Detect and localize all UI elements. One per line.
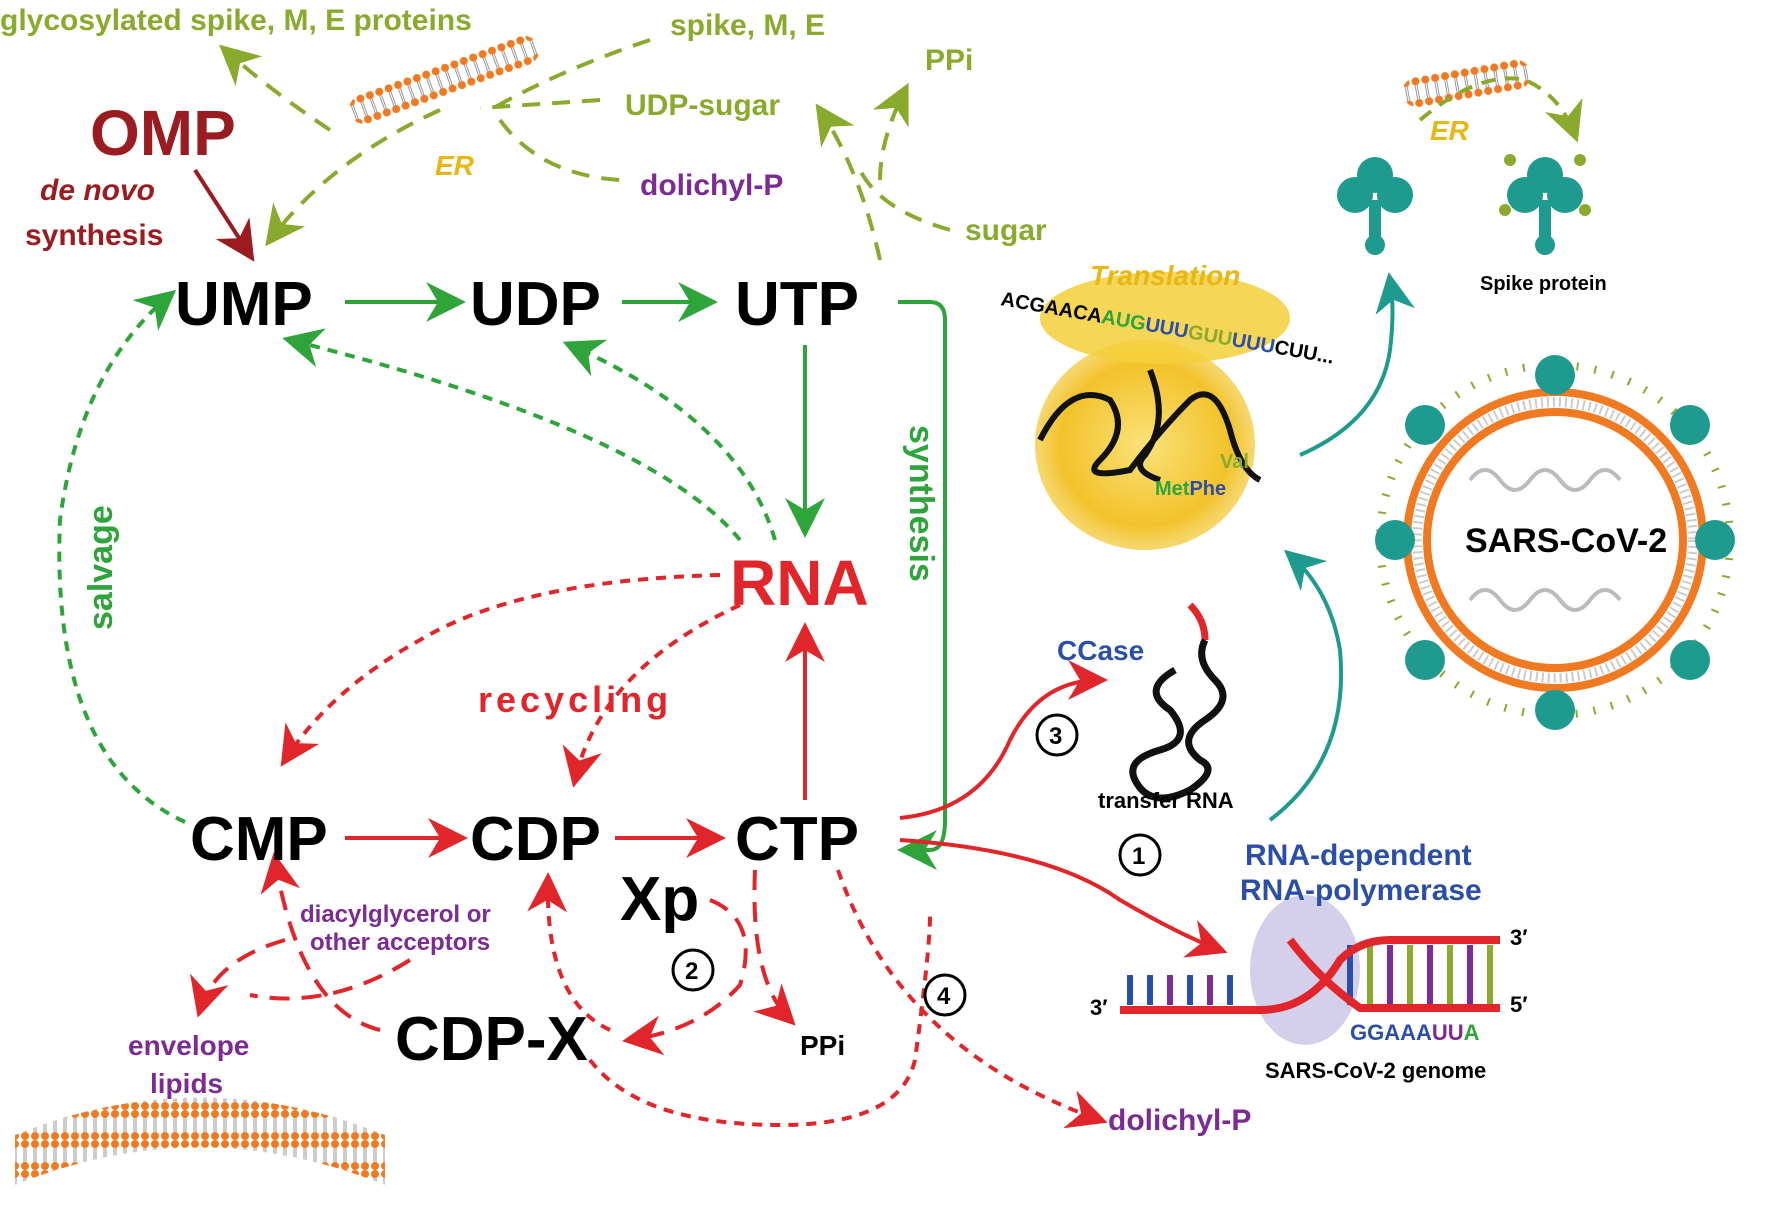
step-1-circle	[1118, 833, 1162, 877]
arrow-cdpx-dolichyl	[588, 914, 932, 1128]
label-step-3: 3	[1049, 723, 1062, 750]
arrow-xp-cdpx	[622, 898, 748, 1056]
label-acceptors-2: other acceptors	[310, 929, 490, 956]
label-envelope-1: envelope	[128, 1030, 249, 1061]
arrow-rna-cmp	[280, 573, 721, 767]
arrow-utp-ctp-synthesis	[897, 300, 947, 870]
trna-molecule	[1129, 602, 1227, 802]
label-recycling: recycling	[478, 679, 672, 720]
arrow-cdpx-cdp	[527, 872, 611, 1032]
arrow-to-ppi	[872, 82, 909, 181]
label-salvage: salvage	[82, 505, 120, 630]
arrow-ctp-ccase	[899, 660, 1108, 820]
label-glycosylated-proteins: glycosylated spike, M, E proteins	[0, 4, 472, 37]
step-4-circle	[923, 973, 967, 1017]
arrow-trna-translation	[1268, 549, 1344, 822]
step-3-circle	[1035, 713, 1079, 757]
label-er-left: ER	[435, 150, 475, 181]
arrow-ctp-dolichyl	[836, 869, 1108, 1129]
label-er-right: ER	[1430, 115, 1470, 146]
rdrp-complex	[1120, 895, 1500, 1045]
label-de-novo: de novo	[40, 174, 155, 207]
arrow-er-to-ump	[265, 108, 441, 247]
label-dolichyl-bottom: dolichyl-P	[1108, 1104, 1251, 1137]
label-three-prime-left: 3′	[1090, 995, 1108, 1020]
arrow-cdpx-cmp	[260, 852, 381, 1032]
label-sugar: sugar	[965, 214, 1047, 247]
red-pathway	[345, 622, 1228, 958]
label-step-1: 1	[1132, 843, 1145, 870]
label-amino-acids: MetPhe	[1155, 478, 1226, 500]
green-dashed-pathway	[57, 289, 777, 824]
label-transfer-rna: transfer RNA	[1098, 788, 1234, 813]
red-dashed-pathway	[280, 573, 1108, 1129]
label-step-4: 4	[937, 983, 951, 1010]
labels: glycosylated spike, M, E proteins spike,…	[0, 4, 1667, 1137]
node-cmp: CMP	[190, 805, 328, 874]
envelope-lipid-membrane	[15, 1097, 385, 1185]
node-utp: UTP	[735, 270, 859, 339]
er-glycosylation-arrows	[219, 38, 951, 261]
label-rdrp-2: RNA-polymerase	[1240, 874, 1482, 907]
node-ctp: CTP	[735, 805, 859, 874]
label-genome: SARS-CoV-2 genome	[1265, 1058, 1486, 1083]
label-udp-sugar: UDP-sugar	[625, 89, 780, 122]
label-genome-sequence: GGAAAUUA	[1350, 1020, 1480, 1045]
ribosome	[1035, 272, 1290, 550]
node-udp: UDP	[470, 270, 601, 339]
label-ccase: CCase	[1057, 635, 1144, 666]
label-dolichyl-top: dolichyl-P	[640, 169, 783, 202]
step-markers	[671, 713, 1162, 1017]
node-cdp: CDP	[470, 805, 601, 874]
label-step-2: 2	[685, 958, 698, 985]
er-membrane-top	[349, 35, 539, 124]
label-synthesis-omp: synthesis	[25, 219, 163, 252]
sars-cov-2-virion	[1375, 355, 1735, 730]
arrow-cmp-ump-salvage	[57, 289, 186, 824]
green-pathway	[345, 282, 947, 870]
teal-arrows	[1268, 272, 1415, 822]
label-acceptors-1: diacylglycerol or	[300, 901, 491, 928]
arrow-to-envelope-lipids	[190, 938, 286, 1018]
arrow-udp-sugar-to-er	[479, 98, 601, 110]
arrow-rna-cdp	[562, 603, 741, 788]
label-ppi-bottom: PPi	[800, 1030, 845, 1061]
red-long-dash	[190, 852, 796, 1056]
arrow-omp-ump	[193, 168, 255, 262]
er-membrane-right	[1402, 59, 1531, 108]
arrow-spike-me-to-er	[489, 38, 651, 112]
arrow-rna-udp	[562, 339, 777, 541]
arrow-er-to-dolichyl	[498, 118, 621, 182]
label-aa-val: Val	[1220, 451, 1249, 473]
label-spike-me: spike, M, E	[670, 9, 825, 42]
node-ump: UMP	[175, 270, 313, 339]
label-ppi-top: PPi	[925, 44, 973, 77]
step-2-circle	[671, 948, 715, 992]
label-three-prime-top: 3′	[1510, 925, 1528, 950]
arrow-from-sugar	[858, 169, 951, 232]
arrow-ctp-rdrp	[899, 838, 1228, 958]
label-rdrp-1: RNA-dependent	[1245, 839, 1472, 872]
label-synthesis-vertical: synthesis	[902, 425, 940, 582]
spike-protein-left	[1337, 157, 1413, 255]
peptide-chain	[1037, 391, 1262, 483]
arrow-ctp-ppi	[752, 869, 796, 1026]
arrow-rna-ump	[282, 328, 742, 542]
label-omp: OMP	[90, 97, 236, 169]
label-spike-protein: Spike protein	[1480, 273, 1607, 295]
label-five-prime: 5′	[1510, 992, 1528, 1017]
spike-protein-glycosylated	[1499, 154, 1591, 255]
label-translation: Translation	[1090, 260, 1240, 291]
arrow-to-glycosylated-proteins	[219, 44, 332, 132]
label-envelope-2: lipids	[150, 1068, 223, 1099]
node-cdp-x: CDP-X	[395, 1005, 588, 1074]
node-rna: RNA	[730, 547, 869, 619]
arrow-acceptors	[249, 958, 412, 1001]
label-sars-cov-2: SARS-CoV-2	[1465, 522, 1667, 560]
arrow-translation-spike	[1299, 272, 1415, 457]
node-xp: Xp	[620, 865, 699, 934]
